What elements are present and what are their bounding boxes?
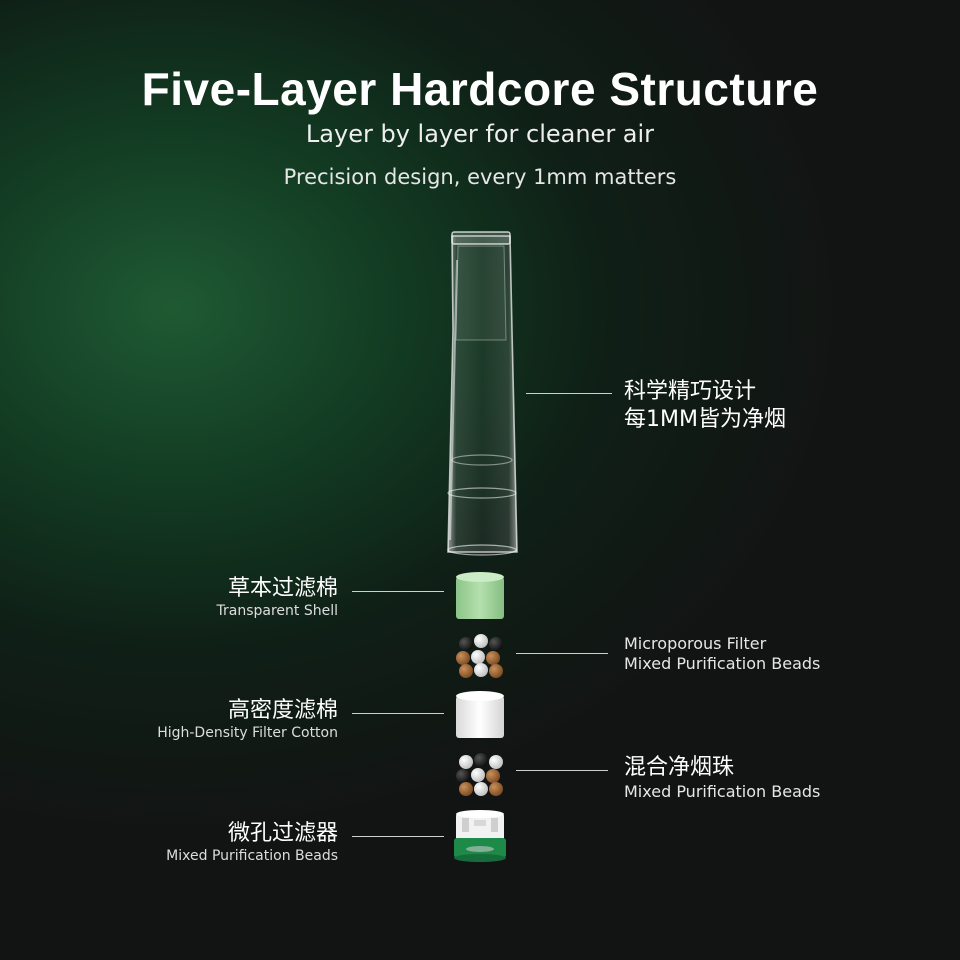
beads-top-callout: Microporous Filter Mixed Purification Be… (624, 634, 820, 674)
purification-beads-mix (456, 753, 503, 796)
tube-callout: 科学精巧设计 每1MM皆为净烟 (624, 378, 786, 433)
density-callout-en: High-Density Filter Cotton (157, 724, 338, 741)
microporous-filter-layer (454, 810, 506, 862)
beads-mix-callout-zh: 混合净烟珠 (624, 755, 735, 780)
page-subtitle: Layer by layer for cleaner air (305, 120, 655, 148)
micro-callout-line (352, 836, 444, 837)
micro-callout-en: Mixed Purification Beads (166, 847, 338, 864)
beads-top-callout-line2: Mixed Purification Beads (624, 654, 821, 673)
high-density-cotton-layer (456, 691, 504, 738)
purification-beads-top (456, 634, 503, 678)
density-callout-zh: 高密度滤棉 (227, 698, 338, 723)
transparent-tube (447, 231, 518, 556)
density-callout-line (352, 713, 444, 714)
herbal-cotton-layer (456, 572, 504, 619)
micro-callout: 微孔过滤器 Mixed Purification Beads (166, 820, 338, 865)
beads-mix-callout-en: Mixed Purification Beads (624, 781, 821, 801)
page-title: Five-Layer Hardcore Structure (141, 63, 819, 115)
herbal-callout-zh: 草本过滤棉 (227, 576, 338, 601)
herbal-callout-line (352, 591, 444, 592)
micro-callout-zh: 微孔过滤器 (227, 821, 338, 846)
herbal-callout-en: Transparent Shell (216, 602, 339, 619)
tube-callout-line2: 每1MM皆为净烟 (624, 406, 786, 432)
herbal-callout: 草本过滤棉 Transparent Shell (217, 575, 339, 620)
beads-mix-callout-line (516, 770, 608, 771)
tube-callout-line (526, 393, 612, 394)
beads-top-callout-line1: Microporous Filter (624, 634, 767, 653)
beads-top-callout-line (516, 653, 608, 654)
page-tagline: Precision design, every 1mm matters (283, 165, 677, 189)
tube-callout-line1: 科学精巧设计 (624, 379, 757, 404)
density-callout: 高密度滤棉 High-Density Filter Cotton (157, 697, 338, 742)
beads-mix-callout: 混合净烟珠 Mixed Purification Beads (624, 754, 820, 802)
